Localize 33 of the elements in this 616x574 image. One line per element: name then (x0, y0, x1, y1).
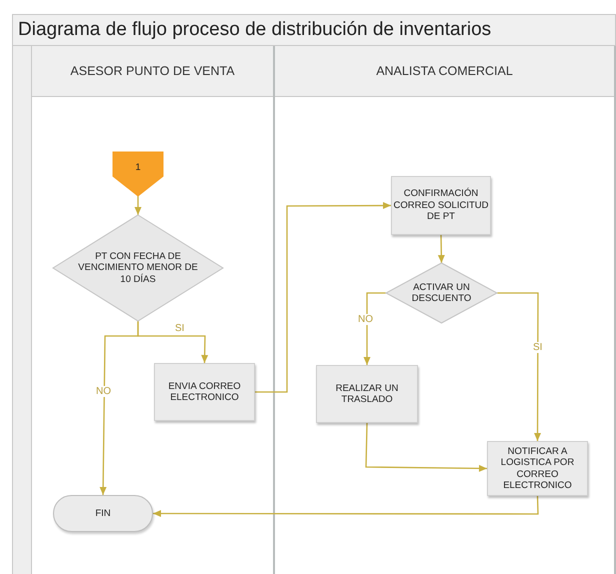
edge-label: SI (532, 342, 544, 353)
node-label: FIN (95, 508, 111, 520)
connector-arrow (255, 202, 391, 393)
node-label: PT CON FECHA DE VENCIMIENTO MENOR DE 10 DÍAS (78, 250, 198, 286)
node-label: REALIZAR UN TRASLADO (334, 382, 400, 406)
swimlane (32, 46, 275, 574)
edge-label: NO (95, 386, 112, 397)
swimlane (275, 46, 616, 574)
node-label: CONFIRMACIÓN CORREO SOLICITUD DE PT (392, 188, 490, 223)
connector-arrow (365, 422, 487, 472)
edge-label: NO (357, 314, 374, 325)
edge-label: SI (174, 323, 186, 334)
process-box (487, 441, 588, 496)
process-box (316, 365, 418, 423)
diagram-title: Diagrama de flujo proceso de distribución de inventarios (12, 14, 616, 46)
decision-diamond (53, 215, 223, 321)
node-label: ENVIA CORREO ELECTRONICO (167, 380, 242, 404)
connector-arrow (100, 321, 139, 495)
connector-arrow (497, 292, 542, 441)
lane-header: ANALISTA COMERCIAL (275, 46, 614, 97)
lane-header: ASESOR PUNTO DE VENTA (32, 46, 273, 97)
node-label: 1 (135, 162, 141, 174)
process-box (154, 363, 255, 421)
connector-arrow (134, 196, 142, 215)
process-box (391, 176, 491, 235)
connector-arrow (364, 292, 386, 365)
node-label: NOTIFICAR A LOGISTICA POR CORREO ELECTRONICO (500, 446, 576, 492)
terminator (53, 495, 153, 532)
connector-arrow (438, 234, 445, 264)
connector-arrow (153, 496, 539, 517)
off-page-connector (113, 152, 163, 196)
decision-diamond (386, 263, 497, 323)
node-label: ACTIVAR UN DESCUENTO (410, 282, 472, 304)
